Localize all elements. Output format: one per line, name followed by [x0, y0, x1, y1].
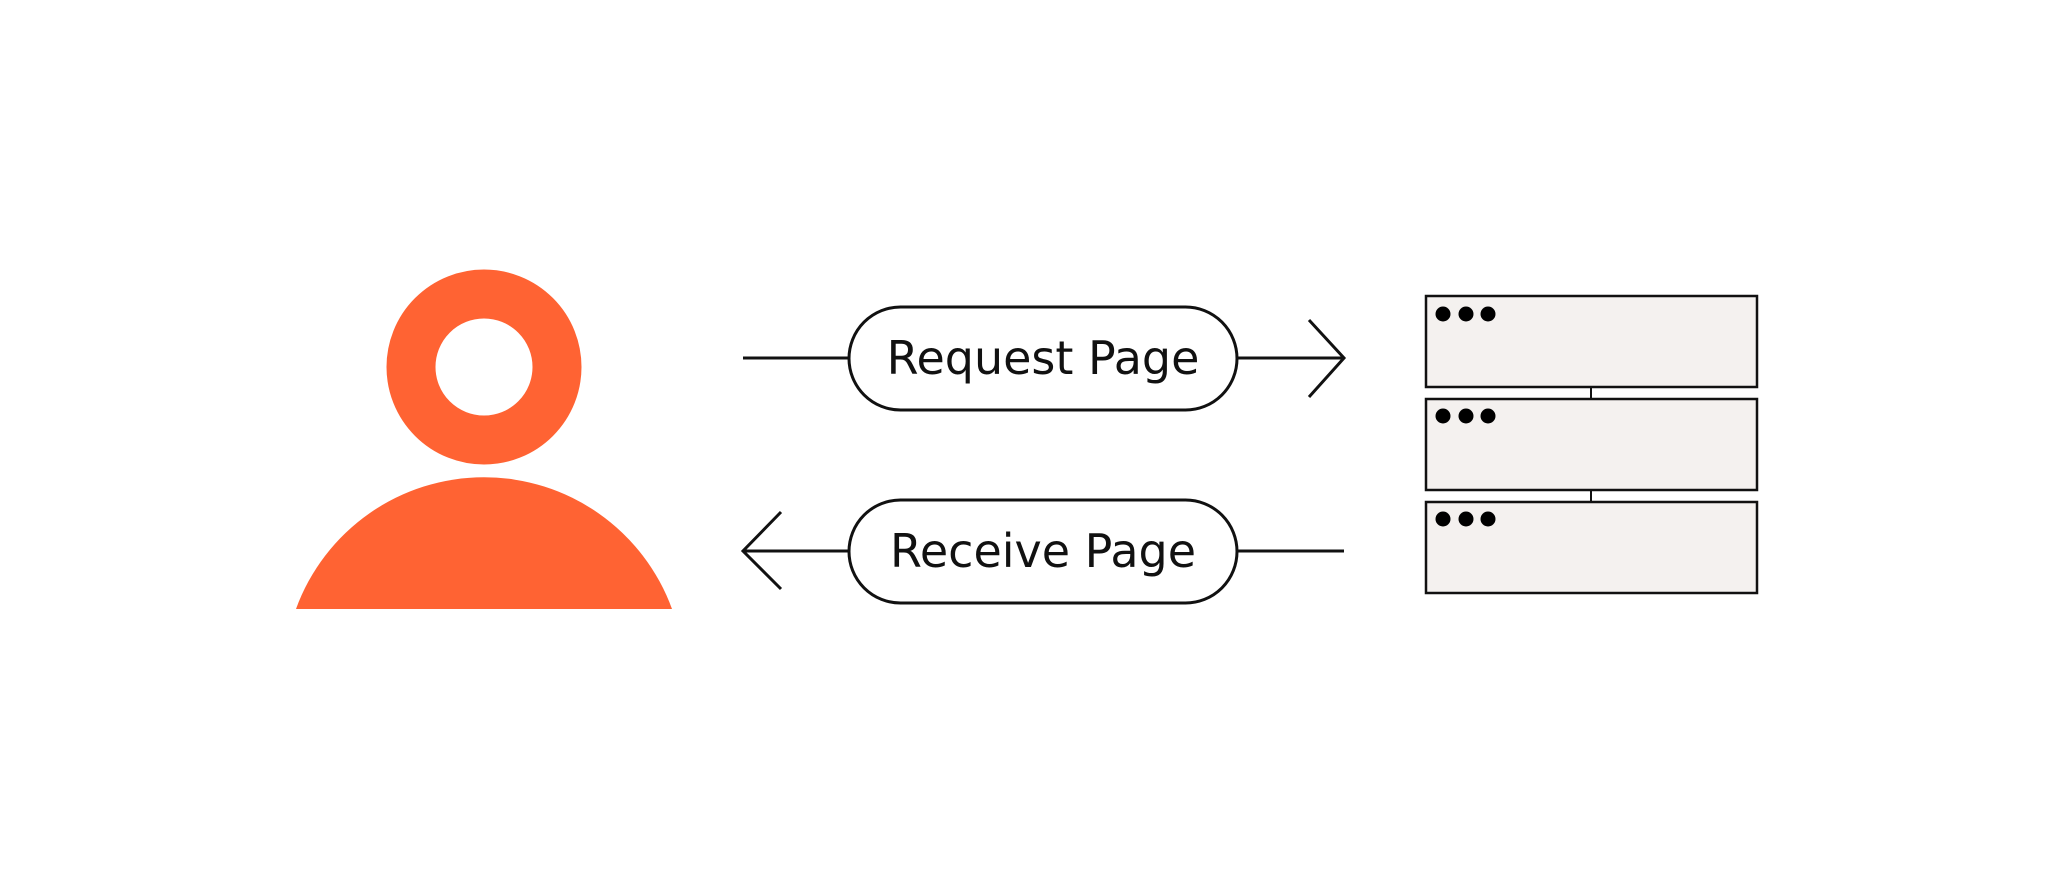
status-dot-icon: [1458, 511, 1474, 527]
status-dot-icon: [1435, 306, 1451, 322]
server-unit-box: [1424, 294, 1759, 389]
server-unit: [1424, 294, 1759, 389]
receive-label: Receive Page: [890, 524, 1196, 578]
status-dot-icon: [1458, 306, 1474, 322]
arrow-left-icon: [740, 510, 783, 591]
request-flow: Request Page: [743, 305, 1347, 412]
user-head: [386, 269, 582, 465]
request-label: Request Page: [887, 331, 1200, 385]
receive-flow: Receive Page: [740, 498, 1344, 605]
server-unit: [1424, 397, 1759, 492]
user-body: [296, 477, 672, 609]
status-dot-icon: [1480, 306, 1496, 322]
status-dot-icon: [1435, 511, 1451, 527]
server-unit-box: [1424, 397, 1759, 492]
status-dot-icon: [1458, 408, 1474, 424]
server-unit-box: [1424, 500, 1759, 595]
server-rack-icon: [1424, 294, 1759, 595]
user-icon: [296, 269, 672, 609]
status-dot-icon: [1435, 408, 1451, 424]
server-unit: [1424, 500, 1759, 595]
status-dot-icon: [1480, 511, 1496, 527]
arrow-right-icon: [1307, 318, 1347, 399]
status-dot-icon: [1480, 408, 1496, 424]
